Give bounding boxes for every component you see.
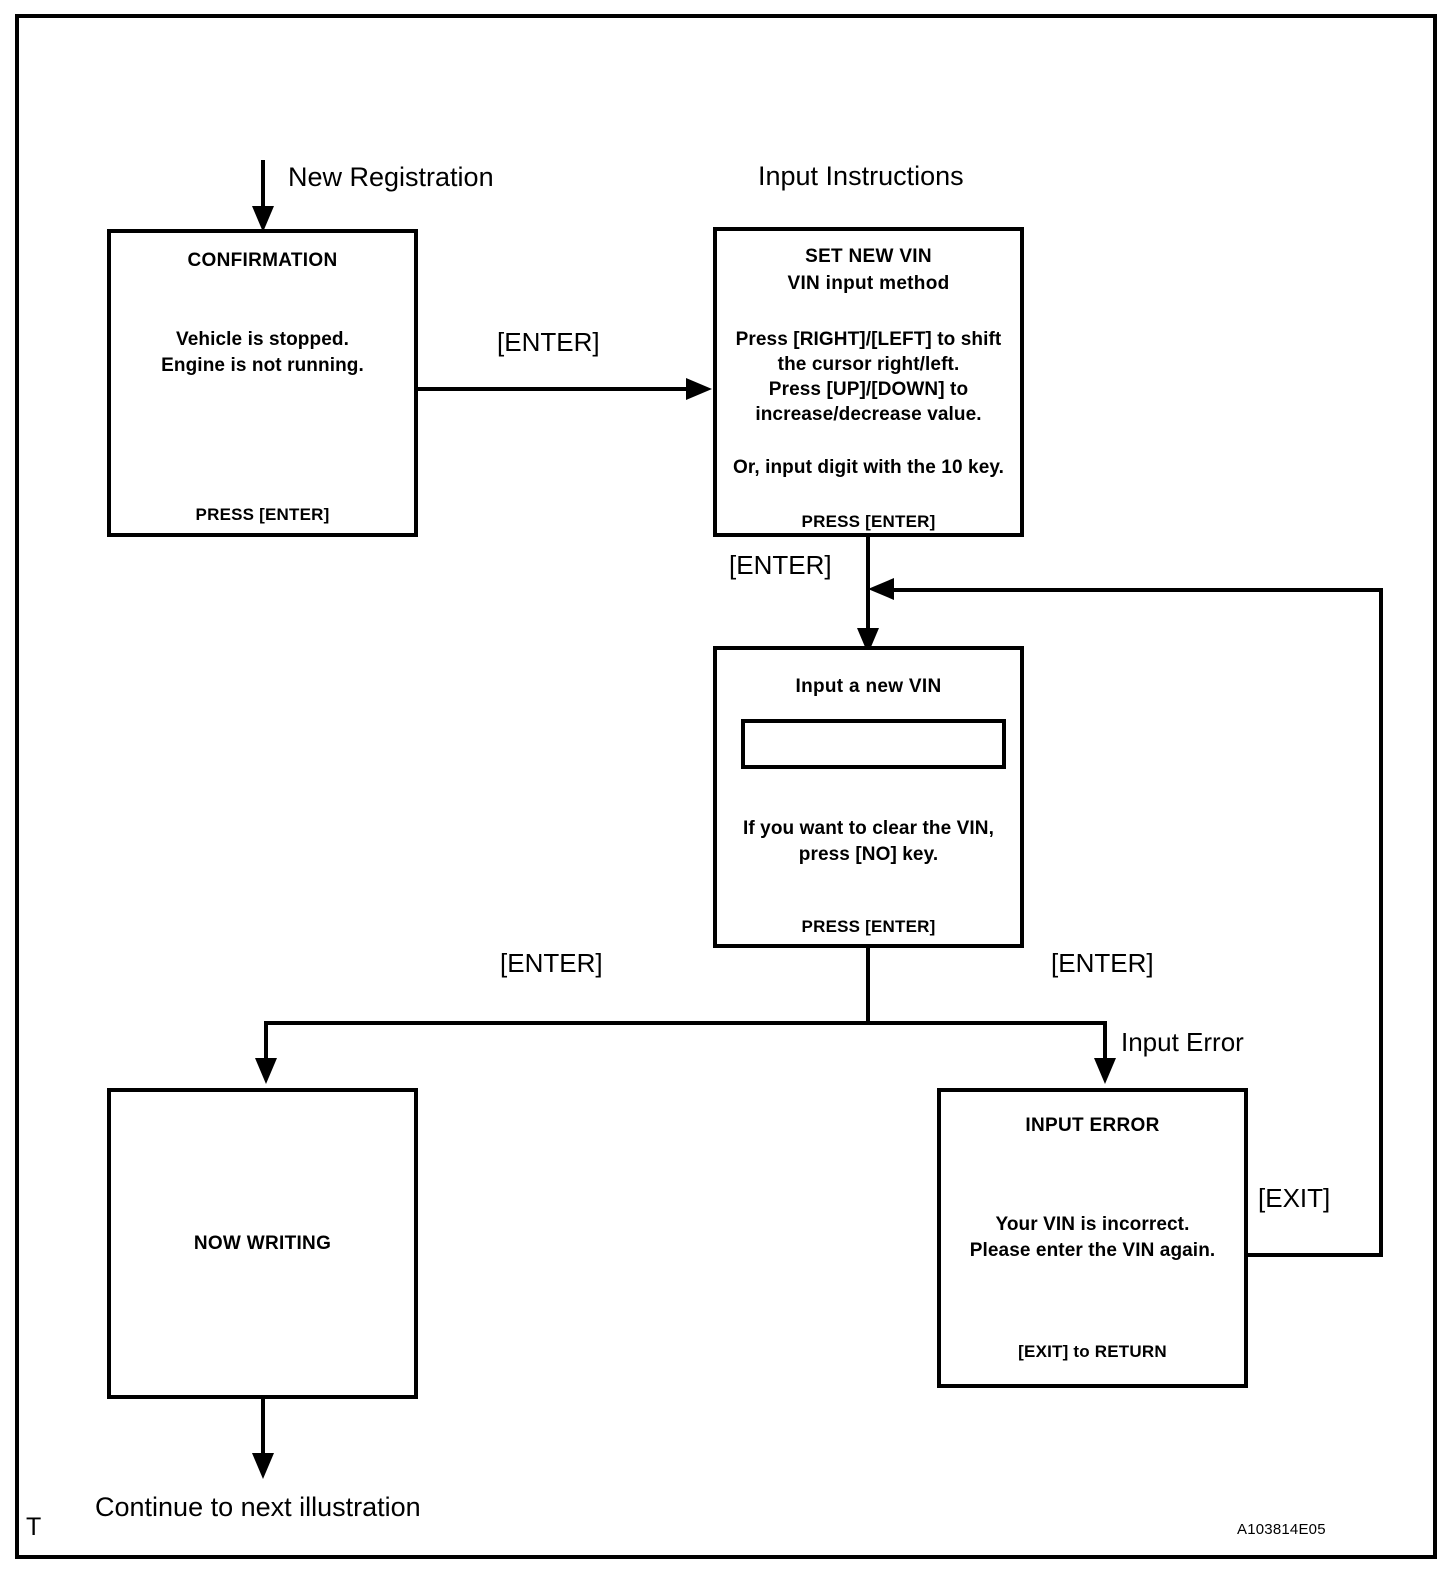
caption-input-instructions: Input Instructions: [758, 161, 964, 191]
screen-set-new-vin[interactable]: SET NEW VIN VIN input method Press [RIGH…: [713, 227, 1024, 537]
now-writing-title: NOW WRITING: [193, 1233, 332, 1254]
set-new-vin-body-line-2: the cursor right/left.: [777, 354, 960, 375]
arrow-head-confirmation-to-setvin: [686, 378, 712, 400]
screen-input-new-vin[interactable]: Input a new VIN If you want to clear the…: [713, 646, 1024, 948]
label-exit-error-to-input: [EXIT]: [1258, 1183, 1331, 1213]
set-new-vin-body-line-4: increase/decrease value.: [755, 404, 982, 425]
set-new-vin-body-line-5: Or, input digit with the 10 key.: [733, 457, 1004, 478]
connector-branch-bar: [264, 1021, 1107, 1025]
connector-branch-stem: [866, 948, 870, 1025]
connector-now-writing-exit: [261, 1399, 265, 1461]
label-input-error-branch: Input Error: [1121, 1027, 1244, 1057]
arrow-head-to-now-writing: [255, 1058, 277, 1084]
connector-return-loop-bottom: [1247, 1253, 1383, 1257]
arrow-head-to-input-error: [1094, 1058, 1116, 1084]
confirmation-title: CONFIRMATION: [187, 250, 338, 271]
page-border: [15, 14, 1437, 1559]
set-new-vin-title-line-2: VIN input method: [787, 273, 950, 294]
connector-branch-left: [264, 1021, 268, 1065]
caption-continue-next-illustration: Continue to next illustration: [95, 1492, 421, 1522]
connector-branch-right: [1103, 1021, 1107, 1065]
set-new-vin-footer: PRESS [ENTER]: [801, 512, 936, 531]
screen-now-writing[interactable]: NOW WRITING: [107, 1088, 418, 1399]
screen-input-error[interactable]: INPUT ERROR Your VIN is incorrect. Pleas…: [937, 1088, 1248, 1388]
connector-return-loop-top: [894, 588, 1383, 592]
arrow-head-now-writing-exit: [252, 1453, 274, 1479]
caption-new-registration: New Registration: [288, 162, 494, 192]
figure-code: A103814E05: [1237, 1521, 1326, 1538]
confirmation-body-line-2: Engine is not running.: [161, 355, 364, 376]
corner-mark: T: [26, 1513, 42, 1541]
label-enter-input-to-now-writing: [ENTER]: [500, 948, 603, 978]
arrow-head-return-loop: [868, 578, 894, 600]
confirmation-footer: PRESS [ENTER]: [195, 505, 330, 524]
input-error-footer: [EXIT] to RETURN: [1018, 1342, 1167, 1361]
label-enter-input-to-error: [ENTER]: [1051, 948, 1154, 978]
entry-arrow-head-confirmation: [252, 206, 274, 232]
label-enter-setvin-to-input: [ENTER]: [729, 550, 832, 580]
input-new-vin-body-line-1: If you want to clear the VIN,: [743, 818, 994, 839]
input-error-title: INPUT ERROR: [1025, 1115, 1160, 1136]
input-error-body-line-1: Your VIN is incorrect.: [995, 1214, 1190, 1235]
entry-arrow-line-confirmation: [261, 160, 265, 214]
vin-input-field[interactable]: [741, 719, 1006, 769]
set-new-vin-body-line-3: Press [UP]/[DOWN] to: [768, 379, 969, 400]
set-new-vin-body-line-1: Press [RIGHT]/[LEFT] to shift: [735, 329, 1002, 350]
input-error-body-line-2: Please enter the VIN again.: [969, 1240, 1216, 1261]
screen-confirmation[interactable]: CONFIRMATION Vehicle is stopped. Engine …: [107, 229, 418, 537]
connector-return-loop-right: [1379, 588, 1383, 1257]
connector-confirmation-to-setvin: [418, 387, 688, 391]
set-new-vin-title-line-1: SET NEW VIN: [805, 246, 932, 267]
input-new-vin-body-line-2: press [NO] key.: [798, 844, 939, 865]
label-enter-confirmation-to-setvin: [ENTER]: [497, 327, 600, 357]
confirmation-body-line-1: Vehicle is stopped.: [176, 329, 349, 350]
input-new-vin-title: Input a new VIN: [795, 676, 942, 697]
input-new-vin-footer: PRESS [ENTER]: [801, 917, 936, 936]
